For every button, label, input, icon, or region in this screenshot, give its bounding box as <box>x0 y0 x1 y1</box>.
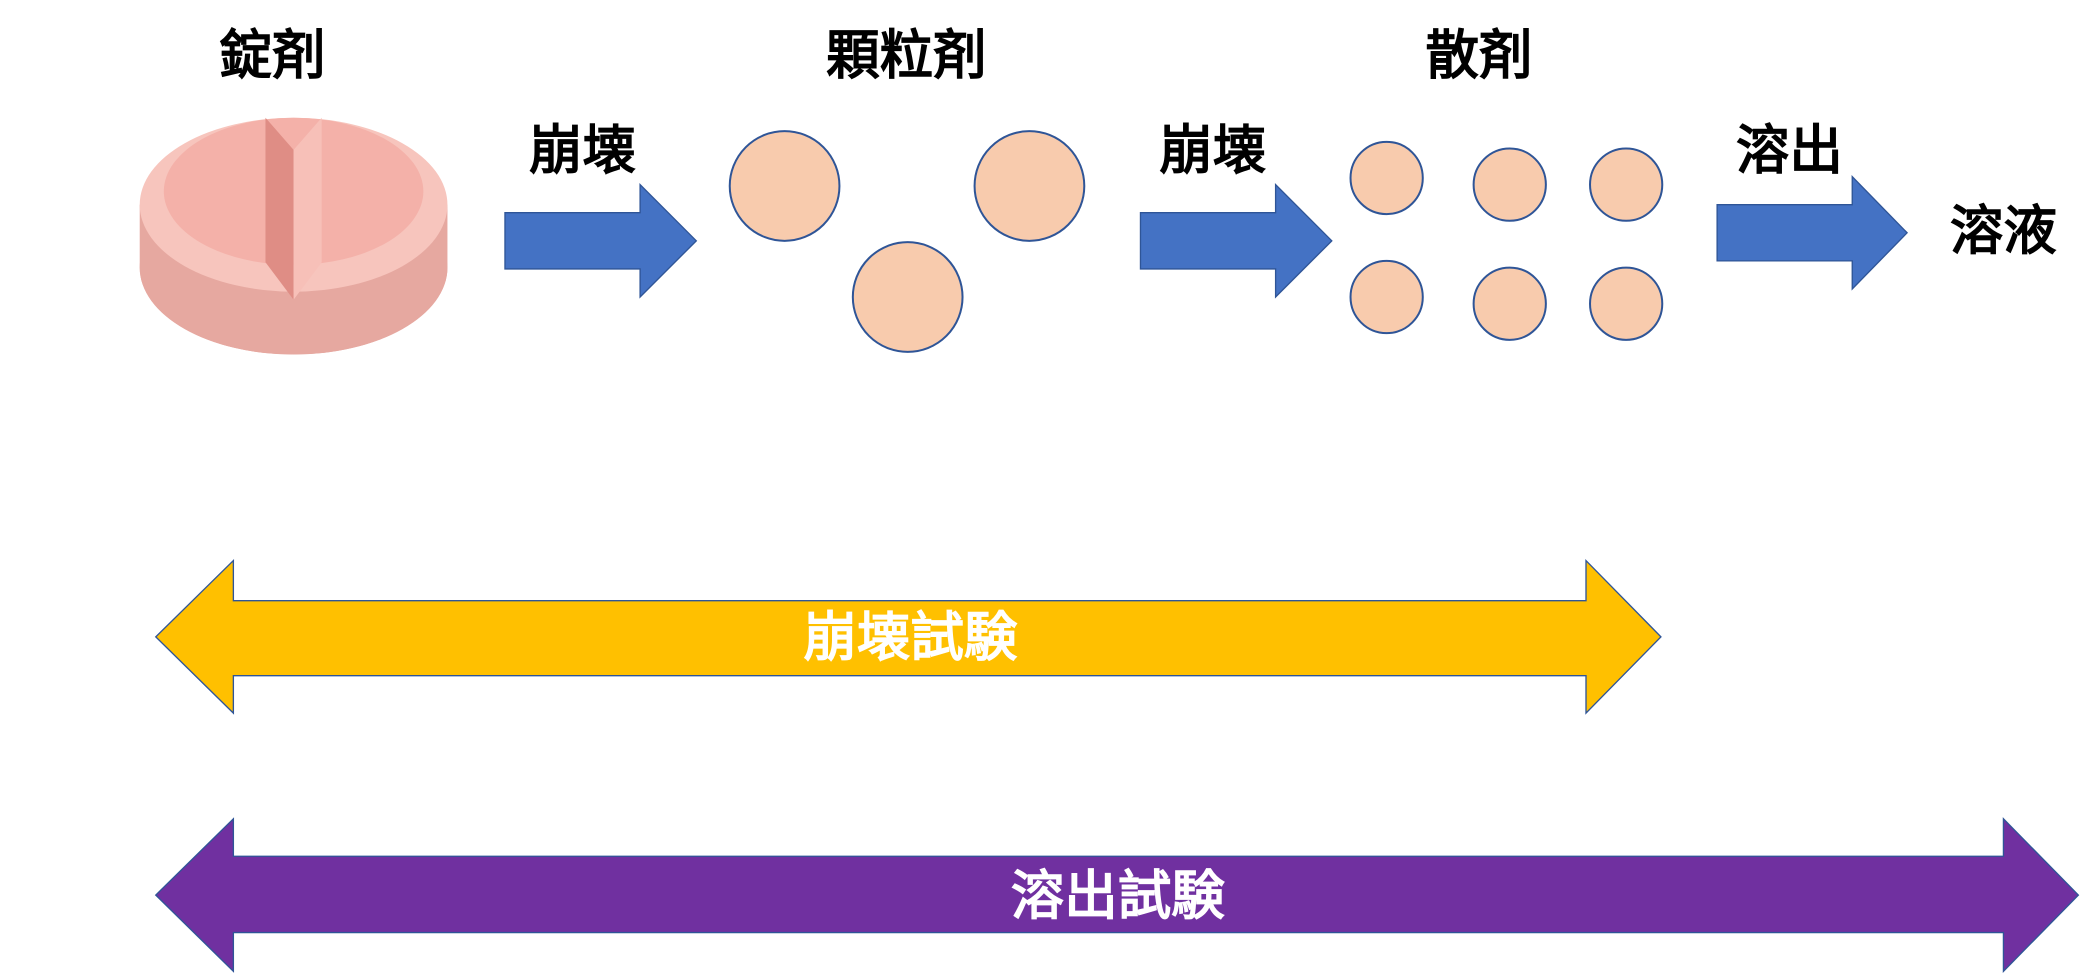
granule <box>851 241 964 353</box>
arrow-right-icon <box>504 183 698 299</box>
label-disintegration-1: 崩壊 <box>529 119 636 182</box>
dissolution-test-range: 溶出試験 <box>154 817 2080 973</box>
label-disintegration-2: 崩壊 <box>1159 119 1266 182</box>
powder-particle <box>1472 147 1547 222</box>
label-powder: 散剤 <box>1425 24 1532 87</box>
arrow-right-icon <box>1139 183 1333 299</box>
granule <box>973 130 1086 242</box>
label-solution: 溶液 <box>1950 199 2058 262</box>
powder-particle <box>1349 259 1424 335</box>
disintegration-test-range: 崩壊試験 <box>154 558 1662 715</box>
powder-particle <box>1349 140 1424 216</box>
label-granules: 顆粒剤 <box>826 24 987 87</box>
double-arrow-icon <box>154 817 2080 973</box>
powder-particle <box>1589 266 1664 341</box>
powder-particle <box>1589 147 1664 222</box>
label-dissolution-test: 溶出試験 <box>1011 864 1225 927</box>
tablet-icon <box>139 117 448 355</box>
label-disintegration-test: 崩壊試験 <box>803 606 1017 669</box>
powder-particle <box>1472 266 1547 341</box>
double-arrow-icon <box>154 558 1662 715</box>
label-tablet: 錠剤 <box>219 24 326 87</box>
granule <box>728 130 841 242</box>
label-dissolution: 溶出 <box>1736 119 1843 182</box>
arrow-right-icon <box>1716 174 1909 291</box>
